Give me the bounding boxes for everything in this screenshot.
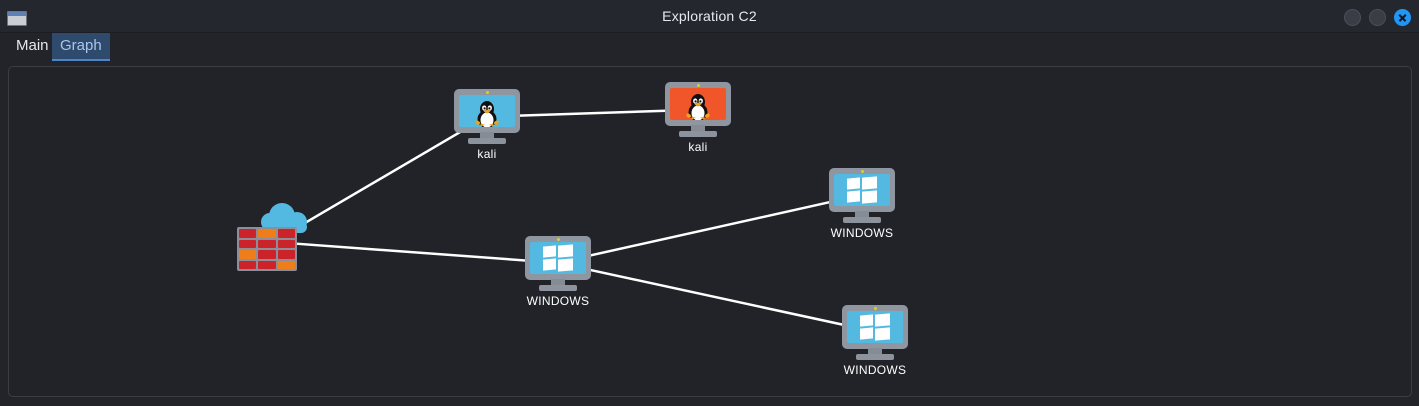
- monitor-base: [468, 138, 506, 144]
- monitor-screen: [847, 311, 903, 343]
- windows-logo-icon: [860, 313, 890, 341]
- window-title: Exploration C2: [662, 8, 757, 24]
- title-bar: Exploration C2: [0, 0, 1419, 33]
- webcam-dot-icon: [485, 90, 489, 94]
- graph-node-kali-1[interactable]: kali: [427, 89, 547, 161]
- graph-node-firewall[interactable]: [213, 203, 333, 271]
- firewall-brick: [239, 250, 257, 259]
- monitor-stand: [868, 348, 882, 356]
- firewall-brick: [239, 229, 257, 238]
- graph-node-label: kali: [477, 147, 497, 161]
- firewall-cloud-icon: [237, 203, 309, 271]
- windows-logo-icon: [847, 176, 877, 204]
- monitor-windows-icon: [842, 305, 908, 361]
- monitor-stand: [691, 125, 705, 133]
- firewall-brick: [258, 239, 276, 248]
- webcam-dot-icon: [696, 83, 700, 87]
- firewall-brick: [277, 260, 295, 269]
- monitor-base: [856, 354, 894, 360]
- tab-main[interactable]: Main: [16, 37, 49, 54]
- brick-wall-icon: [237, 227, 297, 271]
- windows-logo-icon: [543, 244, 573, 272]
- webcam-dot-icon: [873, 306, 877, 310]
- graph-node-kali-2[interactable]: kali: [638, 82, 758, 154]
- tab-graph[interactable]: Graph: [52, 33, 110, 61]
- monitor-screen: [834, 174, 890, 206]
- graph-node-windows-3[interactable]: WINDOWS: [815, 305, 935, 377]
- close-button[interactable]: [1394, 9, 1411, 26]
- firewall-brick: [258, 229, 276, 238]
- firewall-brick: [277, 229, 295, 238]
- graph-edge-layer: [271, 108, 875, 333]
- graph-node-windows-1[interactable]: WINDOWS: [802, 168, 922, 240]
- monitor-stand: [551, 279, 565, 287]
- minimize-button[interactable]: [1344, 9, 1361, 26]
- graph-node-windows-2[interactable]: WINDOWS: [498, 236, 618, 308]
- graph-edge: [272, 240, 558, 265]
- monitor-linux-icon: [665, 82, 731, 138]
- window-controls: [1344, 9, 1411, 26]
- monitor-base: [539, 285, 577, 291]
- graph-node-label: WINDOWS: [526, 294, 590, 308]
- monitor-screen: [459, 95, 515, 127]
- monitor-screen: [670, 88, 726, 120]
- monitor-screen: [530, 242, 586, 274]
- firewall-brick: [277, 239, 295, 248]
- tux-penguin-icon: [475, 101, 499, 127]
- window-icon: [7, 11, 27, 26]
- monitor-linux-icon: [454, 89, 520, 145]
- firewall-brick: [239, 239, 257, 248]
- graph-node-label: WINDOWS: [830, 226, 894, 240]
- monitor-base: [679, 131, 717, 137]
- monitor-stand: [480, 132, 494, 140]
- webcam-dot-icon: [556, 237, 560, 241]
- tux-penguin-icon: [686, 94, 710, 120]
- firewall-brick: [277, 250, 295, 259]
- maximize-button[interactable]: [1369, 9, 1386, 26]
- monitor-stand: [855, 211, 869, 219]
- graph-node-label: WINDOWS: [843, 363, 907, 377]
- firewall-brick: [258, 250, 276, 259]
- monitor-windows-icon: [525, 236, 591, 292]
- graph-edge: [556, 194, 862, 265]
- webcam-dot-icon: [860, 169, 864, 173]
- monitor-windows-icon: [829, 168, 895, 224]
- firewall-brick: [239, 260, 257, 269]
- graph-edge: [486, 108, 698, 118]
- firewall-brick: [258, 260, 276, 269]
- graph-edge: [556, 261, 875, 333]
- tab-bar: Main Graph: [0, 33, 1419, 61]
- graph-node-label: kali: [688, 140, 708, 154]
- monitor-base: [843, 217, 881, 223]
- graph-edge: [271, 115, 487, 244]
